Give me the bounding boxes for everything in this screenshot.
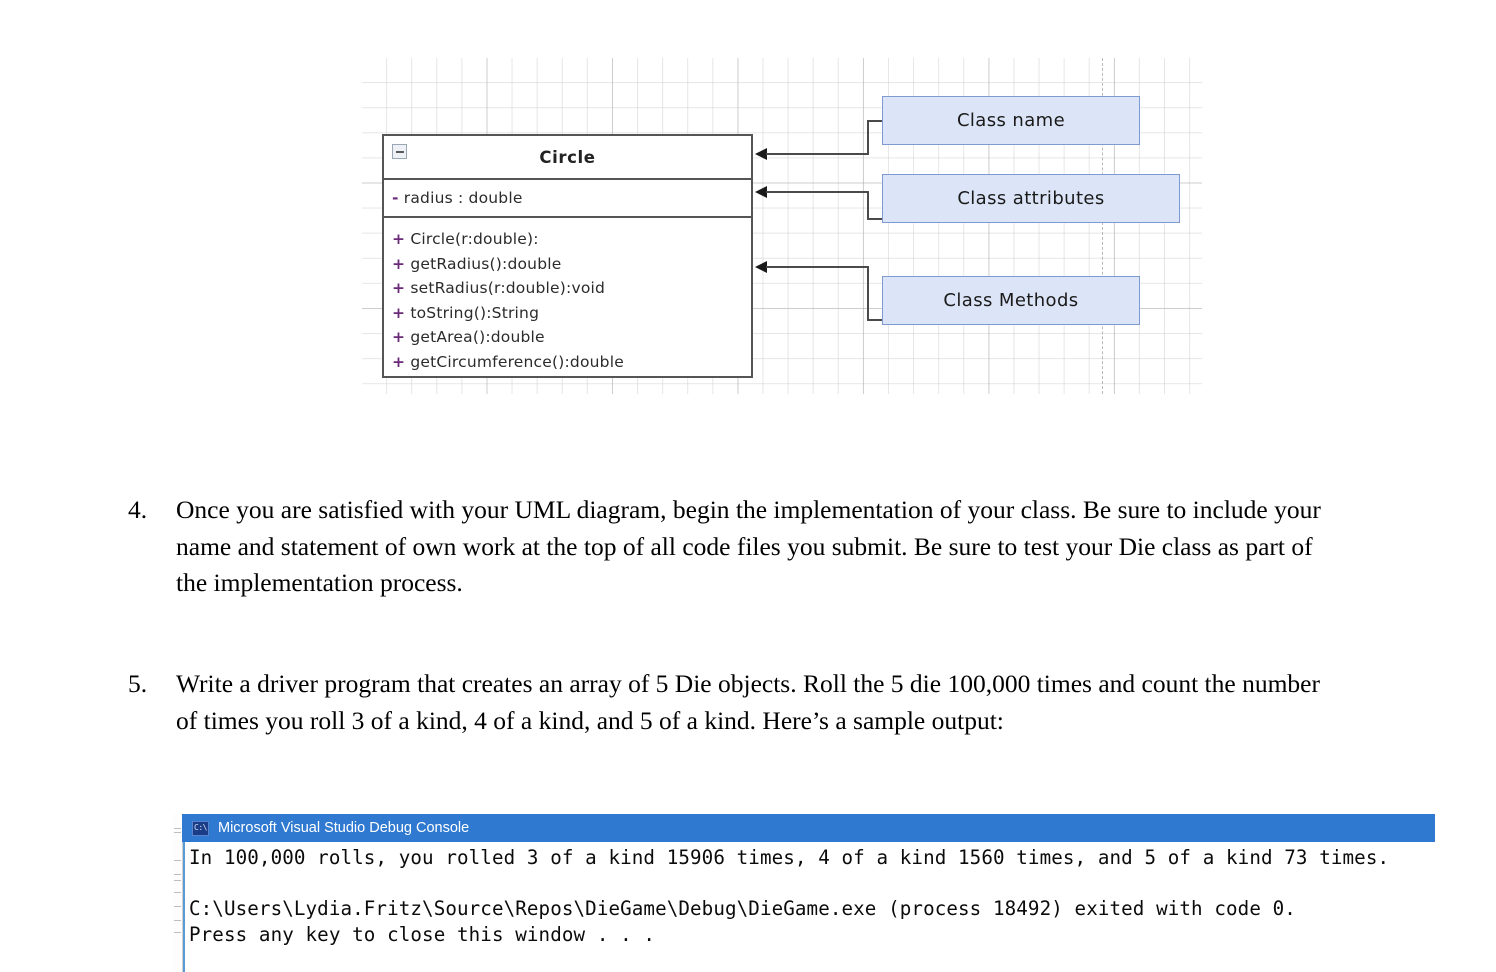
- uml-method-row: + toString():String: [392, 301, 751, 326]
- debug-console-window: C:\ Microsoft Visual Studio Debug Consol…: [173, 814, 1435, 972]
- uml-method-row: + getArea():double: [392, 325, 751, 350]
- list-item-text: Once you are satisfied with your UML dia…: [176, 495, 1321, 597]
- uml-method-text: getCircumference():double: [405, 352, 624, 371]
- uml-method-text: getRadius():double: [405, 254, 562, 273]
- visibility-marker: +: [392, 254, 406, 273]
- minus-box-icon[interactable]: [392, 144, 407, 159]
- uml-method-text: setRadius(r:double):void: [405, 279, 606, 297]
- uml-class-box: Circle - radius : double + Circle(r:doub…: [382, 134, 753, 378]
- list-item-number: 5.: [128, 669, 148, 698]
- callout-label: Class Methods: [943, 290, 1079, 311]
- callout-class-name: Class name: [882, 96, 1140, 145]
- visibility-marker: +: [392, 303, 406, 322]
- visibility-marker: +: [392, 230, 406, 248]
- list-item-number: 4.: [128, 495, 148, 524]
- callout-class-attributes: Class attributes: [882, 174, 1180, 223]
- uml-method-row: + Circle(r:double):: [392, 227, 751, 252]
- console-line: Press any key to close this window . . .: [189, 922, 656, 946]
- callout-class-methods: Class Methods: [882, 276, 1140, 325]
- uml-attribute-text: radius : double: [398, 188, 523, 207]
- uml-attribute-row: - radius : double: [392, 186, 523, 211]
- uml-name-compartment: Circle: [384, 136, 751, 180]
- console-line: [189, 871, 1435, 897]
- visibility-marker: +: [392, 352, 406, 371]
- list-item: 5. Write a driver program that creates a…: [128, 666, 1338, 739]
- uml-method-text: getArea():double: [405, 328, 545, 346]
- uml-method-text: Circle(r:double):: [405, 230, 539, 248]
- uml-methods-compartment: + Circle(r:double): + getRadius():double…: [384, 218, 751, 378]
- page-margin-guide: [1102, 58, 1103, 394]
- console-app-icon: C:\: [192, 820, 209, 836]
- list-item-text: Write a driver program that creates an a…: [176, 669, 1320, 735]
- uml-method-row: + getCircumference():double: [392, 350, 751, 375]
- console-left-strip: [173, 814, 183, 972]
- uml-method-row: + getRadius():double: [392, 252, 751, 277]
- uml-method-text: toString():String: [405, 303, 540, 322]
- console-output-area[interactable]: In 100,000 rolls, you rolled 3 of a kind…: [183, 842, 1435, 972]
- console-title-label: Microsoft Visual Studio Debug Console: [218, 820, 470, 836]
- console-titlebar[interactable]: C:\ Microsoft Visual Studio Debug Consol…: [182, 814, 1435, 842]
- uml-method-row: + setRadius(r:double):void: [392, 276, 751, 301]
- visibility-marker: -: [392, 188, 399, 207]
- console-line: In 100,000 rolls, you rolled 3 of a kind…: [189, 846, 1390, 869]
- uml-diagram-figure: Circle - radius : double + Circle(r:doub…: [362, 58, 1202, 394]
- console-line: C:\Users\Lydia.Fritz\Source\Repos\DieGam…: [189, 897, 1296, 920]
- uml-class-name: Circle: [539, 147, 596, 167]
- callout-label: Class name: [956, 110, 1066, 131]
- list-item: 4. Once you are satisfied with your UML …: [128, 492, 1338, 602]
- callout-label: Class attributes: [957, 188, 1105, 209]
- visibility-marker: +: [392, 328, 406, 346]
- visibility-marker: +: [392, 279, 406, 297]
- uml-attributes-compartment: - radius : double: [384, 180, 751, 218]
